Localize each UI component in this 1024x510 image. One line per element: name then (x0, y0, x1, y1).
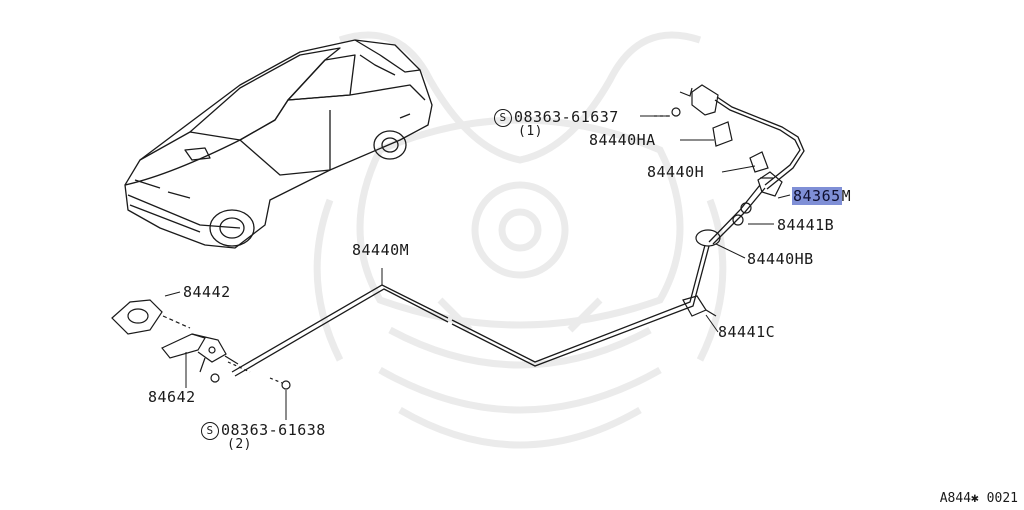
part-suffix: M (841, 187, 852, 205)
part-label-84642[interactable]: 84642 (148, 388, 196, 406)
leader-lines (164, 115, 791, 420)
release-cable (231, 96, 805, 377)
screw-symbol-icon: S (201, 422, 219, 440)
part-label-84441C[interactable]: 84441C (718, 323, 776, 341)
car-illustration (124, 39, 433, 249)
part-number: 08363-61637 (514, 108, 619, 126)
part-number: 08363-61638 (221, 421, 326, 439)
part-label-84440H[interactable]: 84440H (647, 163, 705, 181)
part-label-84441B[interactable]: 84441B (777, 216, 835, 234)
diagram-reference-code: A844✱ 0021 (939, 491, 1018, 506)
bolt-quantity: (2) (227, 437, 252, 452)
part-label-84440HA[interactable]: 84440HA (589, 131, 656, 149)
bolt-quantity: (1) (518, 124, 543, 139)
part-label-84440HB[interactable]: 84440HB (747, 250, 814, 268)
part-label-84440M[interactable]: 84440M (352, 241, 410, 259)
highlighted-part-number[interactable]: 84365 (792, 187, 842, 205)
screw-symbol-icon: S (494, 109, 512, 127)
latch-parts (111, 299, 291, 390)
part-label-84442[interactable]: 84442 (183, 283, 231, 301)
watermark-emblem (313, 31, 727, 449)
upper-parts (654, 84, 783, 317)
part-label-84365[interactable]: 84365M (792, 187, 851, 205)
